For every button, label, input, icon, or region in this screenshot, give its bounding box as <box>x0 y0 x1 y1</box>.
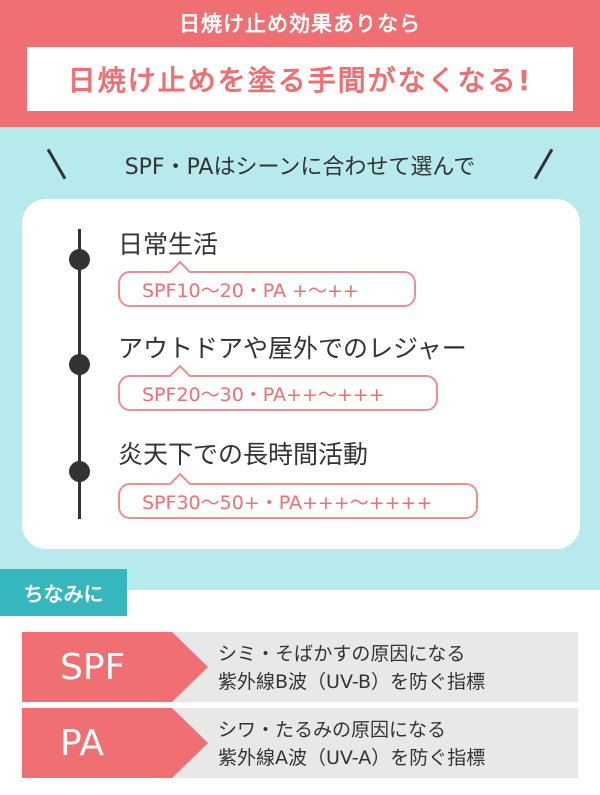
pa-info-row: PA シワ・たるみの原因になる 紫外線A波（UV-A）を防ぐ指標 <box>22 708 578 778</box>
header-title-box: 日焼け止めを塗る手間がなくなる! <box>27 47 573 111</box>
scene-card: 日常生活 SPF10〜20・PA +〜++ アウトドアや屋外でのレジャー SPF… <box>22 199 580 549</box>
scene-value-text: SPF10〜20・PA +〜++ <box>142 279 359 302</box>
scene-section: SPF・PAはシーンに合わせて選んで 日常生活 SPF10〜20・PA +〜++… <box>0 127 600 590</box>
pa-label: PA <box>22 708 208 778</box>
note-label: ちなみに <box>0 569 127 616</box>
timeline-dot <box>69 249 90 270</box>
spf-description-line2: 紫外線B波（UV-B）を防ぐ指標 <box>218 671 486 693</box>
scene-title-outdoor: アウトドアや屋外でのレジャー <box>118 334 467 363</box>
timeline-dot <box>69 461 90 482</box>
spf-info-row: SPF シミ・そばかすの原因になる 紫外線B波（UV-B）を防ぐ指標 <box>22 632 578 702</box>
spf-label: SPF <box>22 632 208 702</box>
pa-description: シワ・たるみの原因になる 紫外線A波（UV-A）を防ぐ指標 <box>218 716 485 772</box>
pa-description-line2: 紫外線A波（UV-A）を防ぐ指標 <box>218 747 486 769</box>
scene-value-daily: SPF10〜20・PA +〜++ <box>118 271 416 307</box>
scene-value-text: SPF30〜50+・PA+++〜++++ <box>142 491 433 514</box>
spf-description: シミ・そばかすの原因になる 紫外線B波（UV-B）を防ぐ指標 <box>218 640 485 696</box>
header-banner: 日焼け止め効果ありなら 日焼け止めを塗る手間がなくなる! <box>0 0 600 127</box>
header-subtitle: 日焼け止め効果ありなら <box>179 12 421 36</box>
scene-value-sun: SPF30〜50+・PA+++〜++++ <box>118 483 478 519</box>
spf-description-line1: シミ・そばかすの原因になる <box>218 643 466 665</box>
timeline-dot <box>69 354 90 375</box>
scene-title-sun: 炎天下での長時間活動 <box>118 440 369 469</box>
section-heading: SPF・PAはシーンに合わせて選んで <box>124 155 476 180</box>
header-title: 日焼け止めを塗る手間がなくなる! <box>67 64 533 97</box>
scene-value-text: SPF20〜30・PA++〜+++ <box>142 383 385 406</box>
pa-description-line1: シワ・たるみの原因になる <box>218 719 447 741</box>
scene-value-outdoor: SPF20〜30・PA++〜+++ <box>118 375 438 411</box>
scene-title-daily: 日常生活 <box>118 230 219 259</box>
